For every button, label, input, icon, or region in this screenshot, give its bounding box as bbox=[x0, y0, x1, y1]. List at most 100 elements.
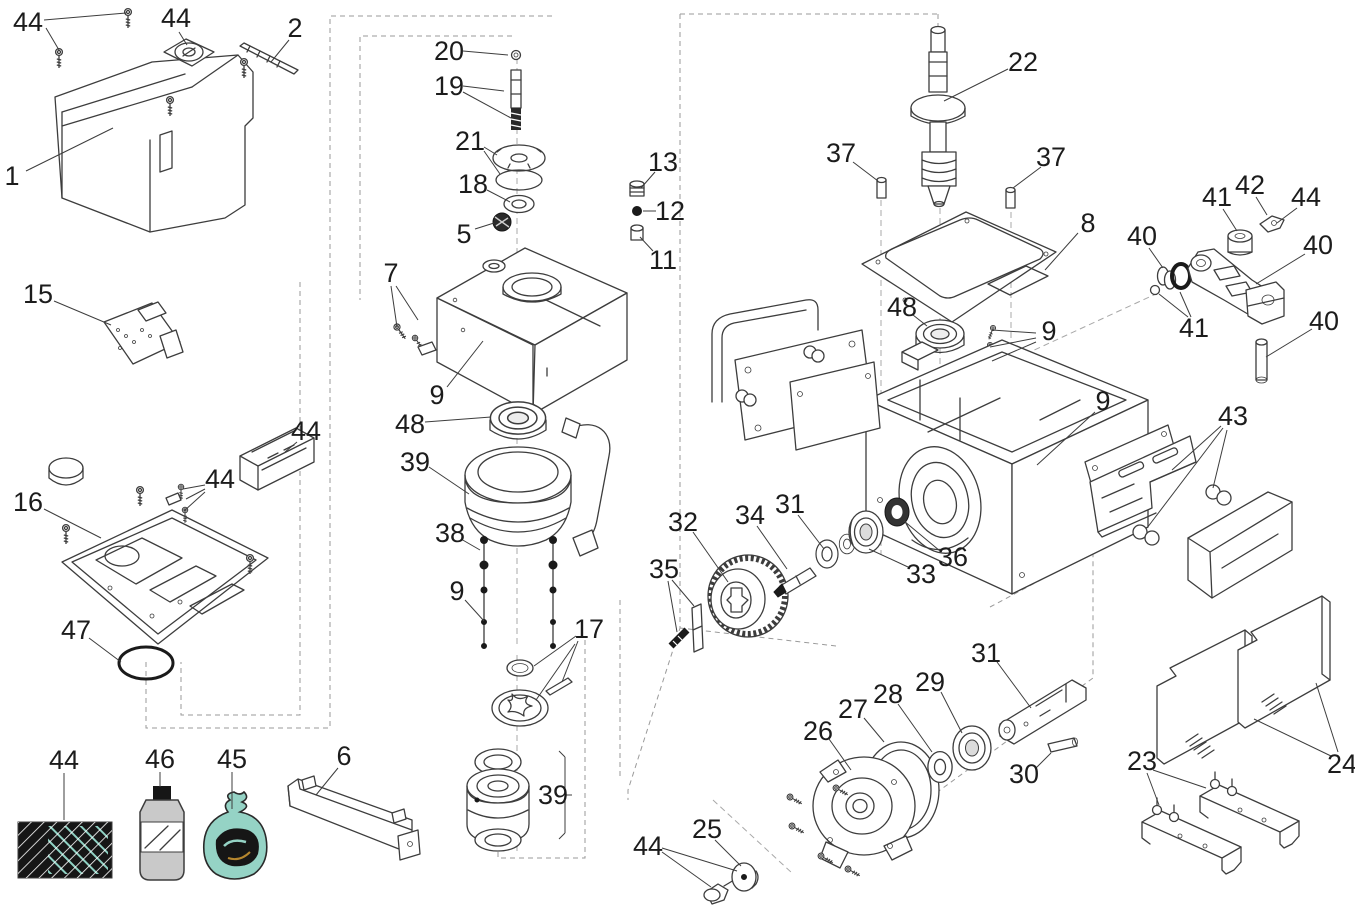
part-8-gasket bbox=[861, 211, 1057, 323]
leader-line bbox=[640, 171, 656, 189]
part-39-stator bbox=[464, 417, 611, 557]
part-number-label: 6 bbox=[336, 741, 351, 771]
part-number-label: 40 bbox=[1303, 230, 1333, 260]
part-30-pin bbox=[1047, 737, 1078, 753]
part-number-label: 44 bbox=[1291, 182, 1321, 212]
leader-line bbox=[863, 717, 885, 743]
part-28-seal-washer bbox=[927, 750, 953, 784]
part-number-label: 9 bbox=[429, 380, 444, 410]
part-46-oil-bottle bbox=[139, 786, 185, 881]
leader-line bbox=[1146, 427, 1224, 529]
leader-line bbox=[912, 314, 928, 327]
part-33-bearing bbox=[848, 510, 884, 554]
leader-line bbox=[53, 300, 112, 326]
part-44-screw-bottom bbox=[703, 879, 735, 905]
part-22-output-shaft bbox=[910, 25, 966, 208]
part-number-label: 41 bbox=[1202, 182, 1232, 212]
part-number-label: 2 bbox=[287, 13, 302, 43]
part-number-label: 17 bbox=[574, 614, 604, 644]
leader-line bbox=[183, 491, 206, 512]
part-number-label: 37 bbox=[826, 138, 856, 168]
part-9-housing-screws bbox=[901, 324, 997, 373]
part-number-label: 35 bbox=[649, 554, 679, 584]
leader-line bbox=[43, 508, 102, 539]
leader-line bbox=[558, 832, 566, 840]
part-number-label: 9 bbox=[449, 576, 464, 606]
leader-line bbox=[991, 341, 1037, 362]
callout-35-41: 35 bbox=[649, 554, 695, 633]
part-32-worm-wheel bbox=[707, 554, 789, 638]
part-43-mount-bracket bbox=[1084, 424, 1232, 546]
leader-line bbox=[828, 738, 852, 771]
part-number-label: 40 bbox=[1127, 221, 1157, 251]
callout-42-55: 42 bbox=[1235, 170, 1268, 216]
part-number-label: 48 bbox=[887, 292, 917, 322]
part-number-label: 23 bbox=[1127, 746, 1157, 776]
callout-41-58: 41 bbox=[1158, 291, 1209, 343]
leader-line bbox=[667, 580, 678, 633]
leader-line bbox=[533, 635, 577, 667]
part-43-wedge-cover bbox=[1187, 491, 1293, 599]
leader-line bbox=[661, 847, 738, 872]
leader-line bbox=[43, 12, 127, 21]
leader-line bbox=[178, 31, 188, 46]
leader-line bbox=[284, 441, 298, 453]
part-number-label: 42 bbox=[1235, 170, 1265, 200]
base-screws bbox=[61, 483, 255, 575]
part-26-motor-flange bbox=[812, 756, 916, 869]
callout-9-22: 9 bbox=[429, 340, 484, 410]
callout-37-33: 37 bbox=[1012, 142, 1066, 189]
callout-28-46: 28 bbox=[873, 679, 933, 753]
part-number-label: 41 bbox=[1179, 313, 1209, 343]
callout-31-40: 31 bbox=[775, 489, 825, 550]
leader-line bbox=[1044, 232, 1079, 271]
leader-line bbox=[903, 520, 941, 552]
part-number-label: 12 bbox=[655, 196, 685, 226]
callout-1-3: 1 bbox=[4, 127, 114, 191]
part-11-bushing bbox=[630, 224, 644, 241]
part-42-clip bbox=[1259, 215, 1285, 233]
callout-44-5: 44 bbox=[284, 416, 321, 453]
callout-47-8: 47 bbox=[61, 615, 122, 663]
callout-7-21: 7 bbox=[383, 258, 419, 328]
part-31-motor-shaft bbox=[998, 679, 1087, 745]
part-number-label: 9 bbox=[1095, 386, 1110, 416]
part-number-label: 44 bbox=[161, 3, 191, 33]
callout-20-13: 20 bbox=[434, 36, 509, 66]
part-number-label: 45 bbox=[217, 744, 247, 774]
part-number-label: 33 bbox=[906, 559, 936, 589]
part-number-label: 47 bbox=[61, 615, 91, 645]
leader-line bbox=[462, 91, 512, 119]
leader-line bbox=[996, 661, 1032, 709]
part-number-label: 1 bbox=[4, 161, 19, 191]
leader-line bbox=[474, 222, 495, 230]
part-13-spring bbox=[629, 180, 645, 197]
part-number-label: 37 bbox=[1036, 142, 1066, 172]
part-number-label: 40 bbox=[1309, 306, 1339, 336]
part-18-seal bbox=[503, 194, 535, 214]
callout-44-29: 44 bbox=[633, 831, 738, 888]
callout-44-0: 44 bbox=[13, 7, 127, 51]
leader-line bbox=[182, 484, 206, 490]
part-2-release-key bbox=[239, 42, 299, 75]
callout-6-12: 6 bbox=[315, 741, 352, 796]
part-29-bearing bbox=[952, 725, 992, 771]
part-number-label: 20 bbox=[434, 36, 464, 66]
leader-line bbox=[671, 579, 695, 607]
part-34-worm-shaft bbox=[773, 567, 817, 598]
leader-line bbox=[1255, 253, 1306, 285]
part-9-cover-bolts-lower bbox=[481, 619, 556, 625]
part-number-label: 44 bbox=[49, 745, 79, 775]
callout-44-1: 44 bbox=[161, 3, 191, 46]
callout-36-43: 36 bbox=[903, 520, 968, 572]
leader-line bbox=[88, 637, 122, 663]
part-number-label: 18 bbox=[458, 169, 488, 199]
callout-22-31: 22 bbox=[943, 47, 1038, 102]
leader-line bbox=[639, 236, 654, 252]
part-44-hatched-plate bbox=[17, 821, 113, 879]
callout-46-10: 46 bbox=[145, 744, 175, 787]
part-number-label: 16 bbox=[13, 487, 43, 517]
leader-line bbox=[1146, 772, 1160, 806]
callout-31-48: 31 bbox=[971, 638, 1032, 709]
